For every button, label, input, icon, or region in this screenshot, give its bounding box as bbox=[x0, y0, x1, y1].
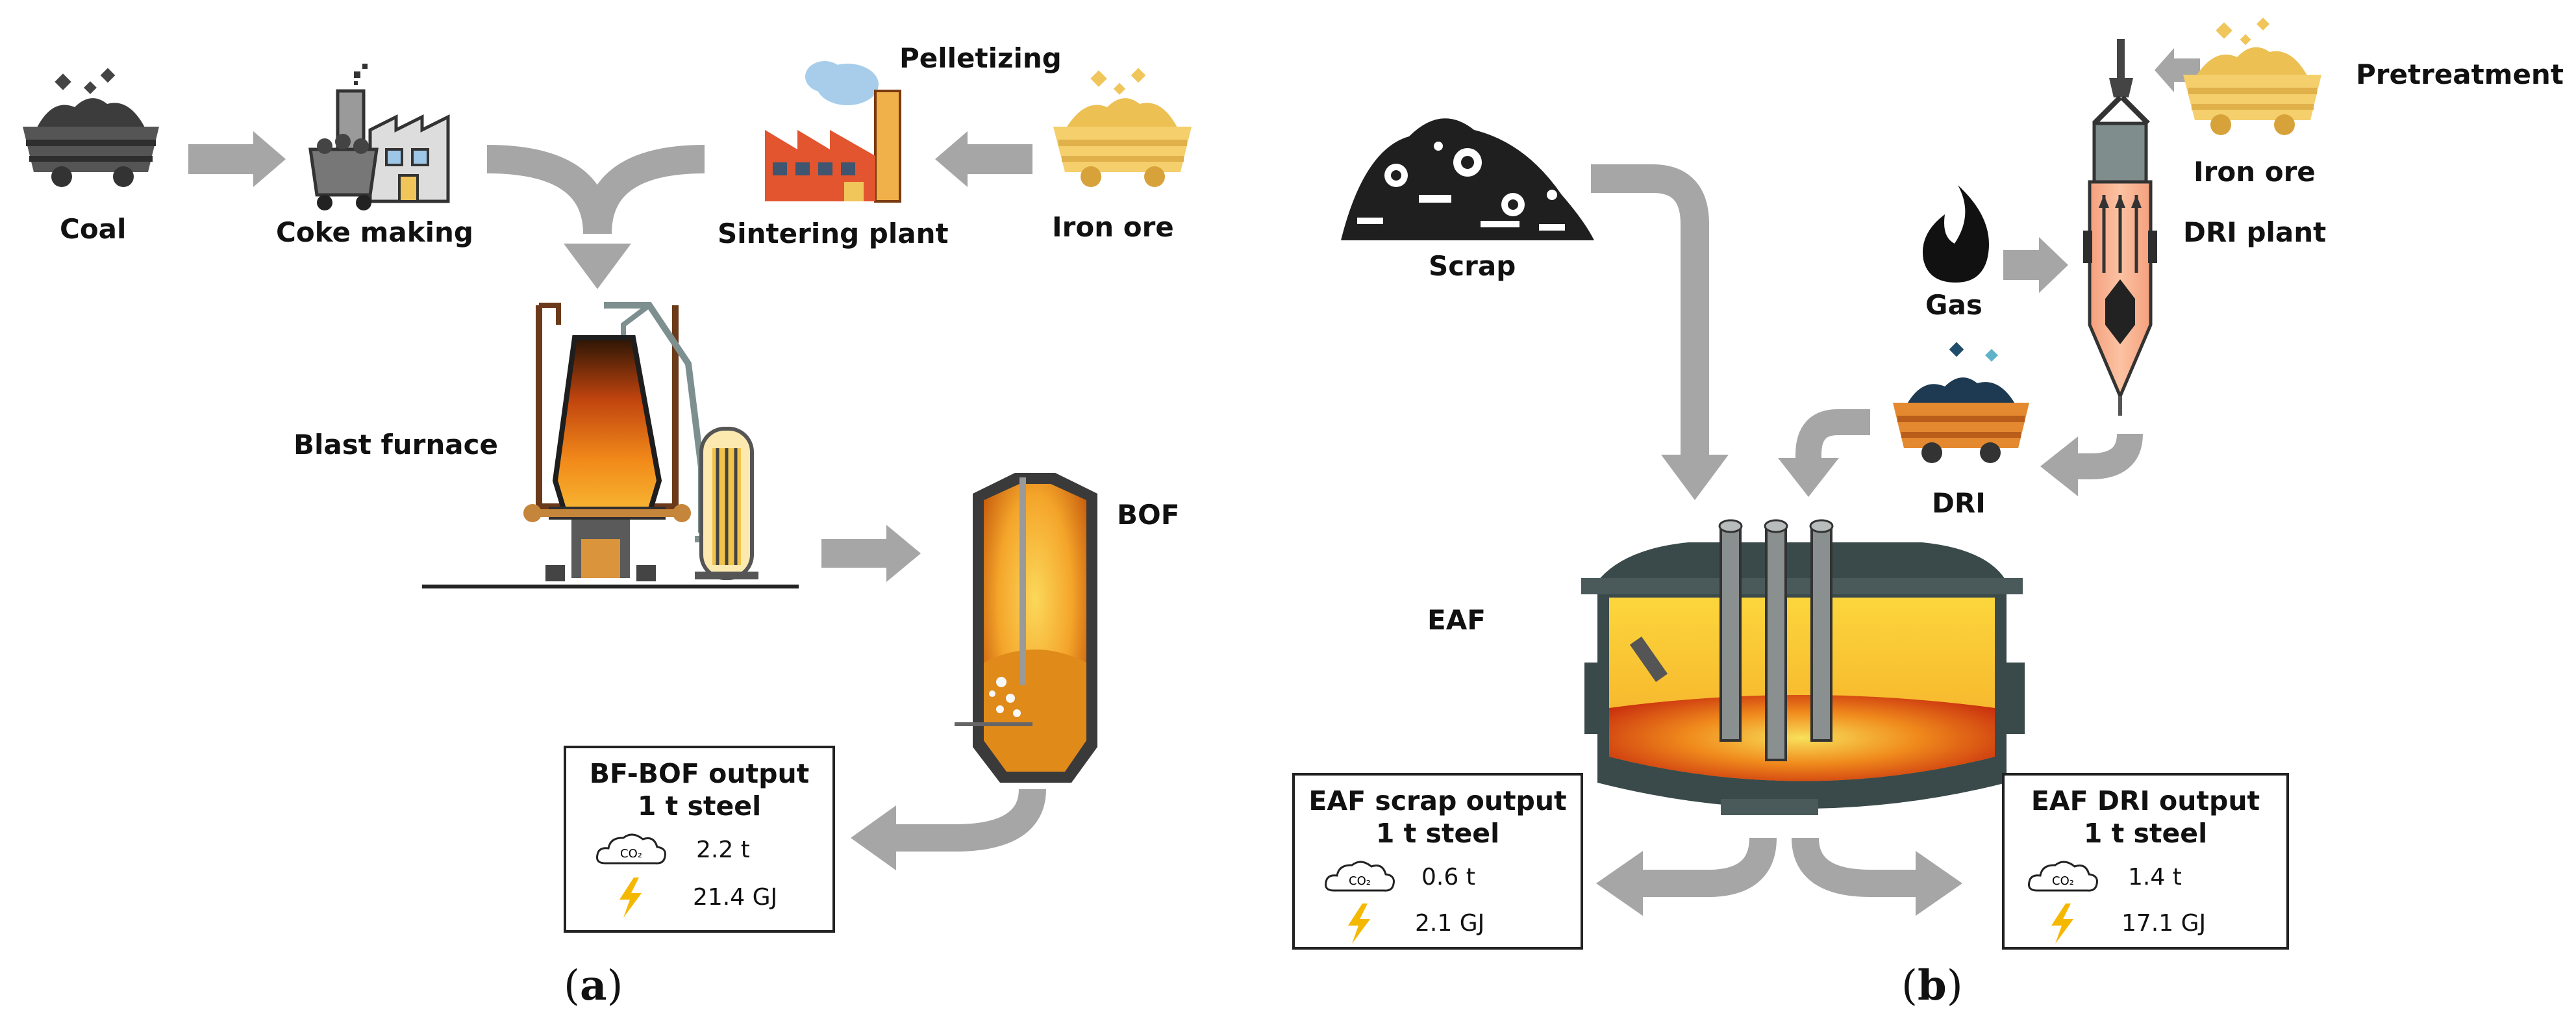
coal-cart-icon bbox=[23, 68, 159, 187]
label-eaf: EAF bbox=[1427, 604, 1486, 636]
arrow-dri-to-eaf bbox=[1795, 409, 1870, 461]
output-title: EAF DRI output 1 t steel bbox=[2031, 785, 2260, 849]
arrow-eaf-to-dri-output bbox=[1792, 837, 1922, 897]
panel-caption-b: (b) bbox=[1901, 961, 1963, 1010]
arrow-scrap-to-eaf bbox=[1591, 164, 1709, 455]
eaf-icon bbox=[1581, 519, 2025, 815]
lightning-icon bbox=[619, 878, 642, 918]
label-blast-furnace: Blast furnace bbox=[294, 429, 498, 461]
label-gas: Gas bbox=[1925, 289, 1982, 321]
eaf-scrap-output-box: EAF scrap output 1 t steel CO₂ 0.6 t 2.1… bbox=[1292, 773, 1583, 950]
dri-cart-icon bbox=[1893, 342, 2029, 463]
label-scrap: Scrap bbox=[1429, 250, 1516, 282]
arrow-eaf-to-scrap-output bbox=[1636, 837, 1777, 897]
shaft-furnace-icon bbox=[2083, 39, 2157, 416]
label-iron-ore: Iron ore bbox=[1052, 211, 1174, 243]
label-sintering-plant: Sintering plant bbox=[718, 218, 949, 249]
lightning-icon bbox=[2051, 903, 2073, 944]
energy-value: 2.1 GJ bbox=[1415, 910, 1485, 937]
arrow-ore-to-sinter bbox=[935, 131, 1032, 187]
svg-text:CO₂: CO₂ bbox=[620, 847, 642, 861]
lightning-icon bbox=[1348, 903, 1370, 944]
arrow-furnace-to-bof bbox=[821, 525, 921, 582]
iron-ore-cart-icon bbox=[2183, 18, 2321, 135]
blast-furnace-icon bbox=[422, 302, 799, 588]
co2-value: 2.2 t bbox=[696, 837, 750, 863]
panel-caption-a: (a) bbox=[564, 961, 623, 1010]
co2-value: 1.4 t bbox=[2128, 864, 2182, 891]
label-coal: Coal bbox=[60, 213, 127, 245]
eaf-dri-output-box: EAF DRI output 1 t steel CO₂ 1.4 t 17.1 … bbox=[2002, 773, 2289, 950]
arrow-coal-to-coke bbox=[188, 131, 286, 187]
label-dri: DRI bbox=[1932, 487, 1986, 519]
iron-ore-cart-icon bbox=[1053, 68, 1192, 187]
arrow-dri-plant-to-dri-cart bbox=[2071, 433, 2143, 479]
energy-value: 17.1 GJ bbox=[2121, 910, 2207, 937]
scrap-pile-icon bbox=[1341, 118, 1594, 240]
label-pelletizing: Pelletizing bbox=[899, 42, 1062, 74]
flame-icon bbox=[1922, 185, 1989, 283]
co2-value: 0.6 t bbox=[1421, 864, 1475, 891]
co2-row: CO₂ 1.4 t bbox=[2005, 855, 2286, 900]
co2-row: CO₂ 0.6 t bbox=[1295, 855, 1581, 900]
label-iron-ore-b: Iron ore bbox=[2194, 156, 2316, 188]
arrow-bof-to-output bbox=[890, 788, 1046, 852]
output-title: BF-BOF output 1 t steel bbox=[589, 758, 810, 822]
coke-factory-icon bbox=[308, 64, 450, 210]
label-bof: BOF bbox=[1117, 499, 1180, 531]
energy-row: 17.1 GJ bbox=[2005, 901, 2286, 946]
energy-row: 21.4 GJ bbox=[566, 875, 832, 920]
arrow-gas-to-dri-plant bbox=[2003, 237, 2068, 293]
label-coke-making: Coke making bbox=[276, 216, 473, 248]
cloud-icon: CO₂ bbox=[2028, 861, 2098, 892]
label-pretreatment: Pretreatment bbox=[2356, 58, 2564, 90]
cloud-icon: CO₂ bbox=[596, 833, 666, 865]
label-dri-plant: DRI plant bbox=[2183, 216, 2327, 248]
svg-text:CO₂: CO₂ bbox=[2052, 874, 2074, 888]
cloud-icon: CO₂ bbox=[1325, 861, 1395, 892]
sintering-plant-icon bbox=[765, 61, 901, 203]
energy-value: 21.4 GJ bbox=[693, 884, 778, 911]
bof-converter-icon bbox=[955, 473, 1097, 783]
co2-row: CO₂ 2.2 t bbox=[566, 828, 832, 873]
output-title: EAF scrap output 1 t steel bbox=[1308, 785, 1567, 849]
bf-bof-output-box: BF-BOF output 1 t steel CO₂ 2.2 t 21.4 G… bbox=[564, 746, 835, 933]
svg-text:CO₂: CO₂ bbox=[1349, 874, 1371, 888]
arrow-merge-to-furnace bbox=[486, 145, 705, 234]
energy-row: 2.1 GJ bbox=[1295, 901, 1581, 946]
